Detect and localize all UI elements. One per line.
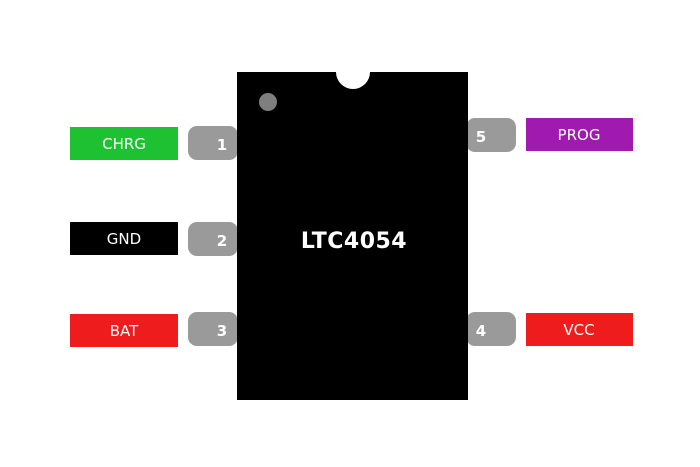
pin-3-number: 3 [217, 322, 227, 340]
pin-1-indicator-dot [259, 93, 277, 111]
pin-2-lead-rect [188, 222, 238, 256]
label-gnd-text: GND [107, 230, 141, 248]
label-gnd-box [70, 222, 178, 255]
label-chrg-text: CHRG [102, 135, 146, 153]
pin-1-number: 1 [217, 136, 227, 154]
label-prog-box [526, 118, 633, 151]
label-vcc-box [526, 313, 633, 346]
pin-1-lead-rect [188, 126, 238, 160]
pin-2-number: 2 [217, 232, 227, 250]
pin-4-lead: 4 [466, 312, 516, 346]
pin-4-lead-rect [466, 312, 516, 346]
label-chrg: CHRG [70, 127, 178, 160]
chip: LTC4054 [237, 72, 468, 400]
label-chrg-box [70, 127, 178, 160]
label-vcc: VCC [526, 313, 633, 346]
pin-5-number: 5 [476, 128, 486, 146]
pin-2-lead: 2 [188, 222, 238, 256]
label-bat-box [70, 314, 178, 347]
chip-label: LTC4054 [301, 229, 407, 254]
chip-body [237, 72, 468, 400]
pin-3-lead: 3 [188, 312, 238, 346]
label-bat-text: BAT [110, 322, 139, 340]
pin-3-lead-rect [188, 312, 238, 346]
label-gnd: GND [70, 222, 178, 255]
pin-5-lead-rect [466, 118, 516, 152]
label-prog-text: PROG [558, 126, 601, 144]
label-prog: PROG [526, 118, 633, 151]
label-bat: BAT [70, 314, 178, 347]
pin-4-number: 4 [476, 322, 486, 340]
pin-1-lead: 1 [188, 126, 238, 160]
chip-notch [336, 72, 370, 89]
label-vcc-text: VCC [563, 321, 594, 339]
pin-5-lead: 5 [466, 118, 516, 152]
